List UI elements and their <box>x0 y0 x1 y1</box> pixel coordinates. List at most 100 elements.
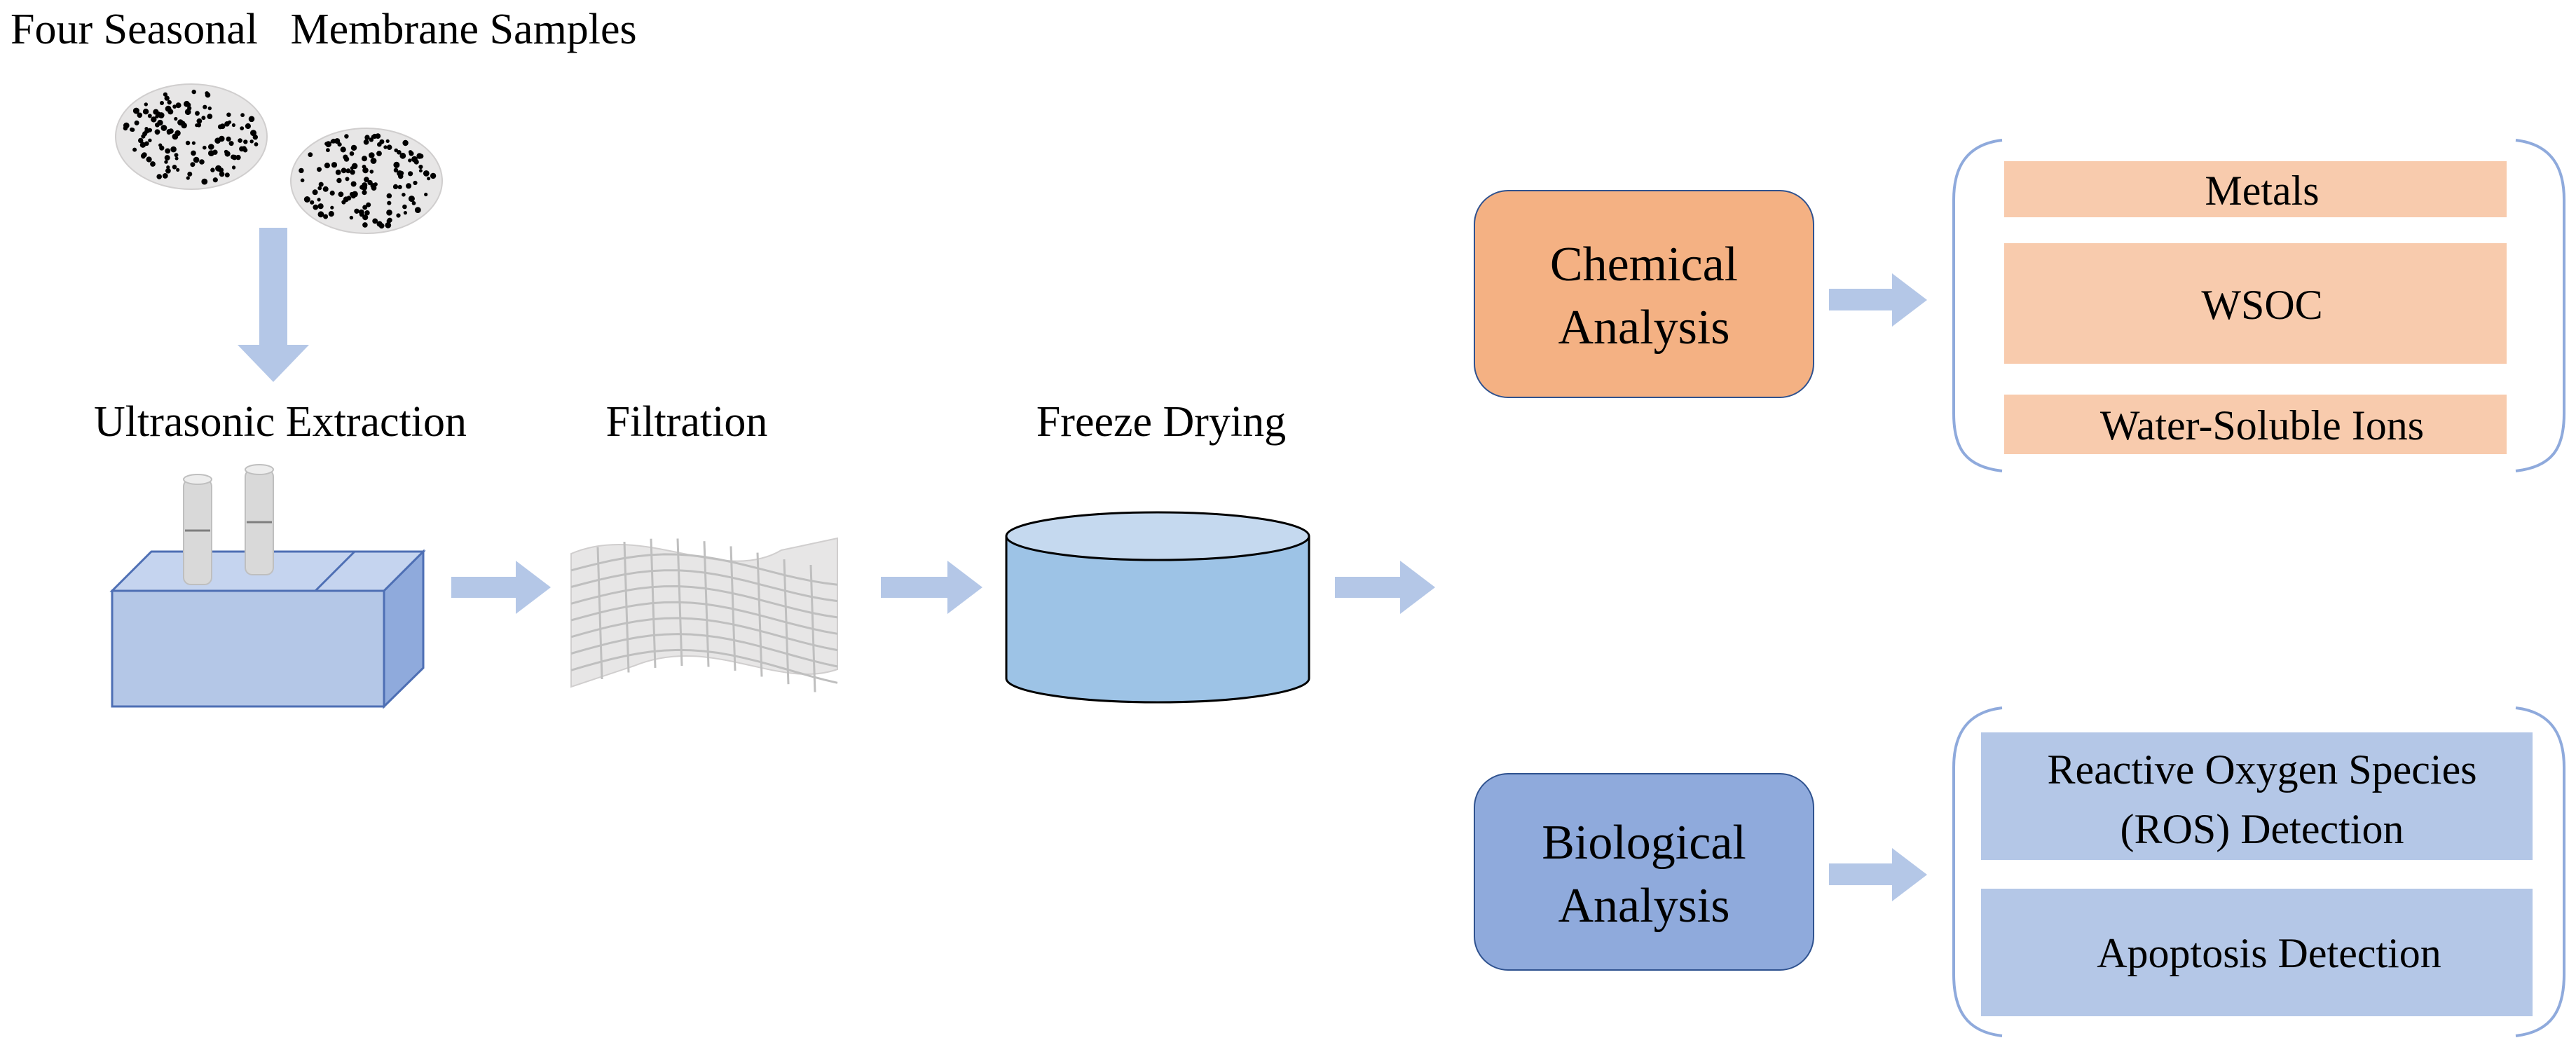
ultrasonic-tank-icon <box>109 464 426 709</box>
particle-dot <box>163 92 167 97</box>
particle-dot <box>144 127 149 131</box>
particle-dot <box>350 170 355 175</box>
particle-dot <box>399 152 406 159</box>
particle-dot <box>324 163 330 169</box>
membrane-samples <box>115 83 443 234</box>
particle-dot <box>172 165 177 170</box>
particle-dot <box>218 168 224 173</box>
particle-dot <box>207 114 213 120</box>
particle-dot <box>362 190 367 196</box>
particle-dot <box>423 170 430 177</box>
particle-dot <box>174 116 178 121</box>
metals-item <box>2004 161 2507 217</box>
particle-dot <box>166 129 172 135</box>
particle-dot <box>254 142 259 146</box>
freeze-drying-label: Freeze Drying <box>1036 398 1286 446</box>
apoptosis-detection-item <box>1981 889 2533 1016</box>
particle-dot <box>310 200 315 205</box>
down-arrow-icon <box>238 228 309 382</box>
particle-dot <box>377 142 382 147</box>
ros-detection-line1: Reactive Oxygen Species <box>2047 746 2476 793</box>
particle-dot <box>402 204 407 210</box>
particle-dot <box>340 146 346 153</box>
particle-dot <box>139 142 146 148</box>
particle-dot <box>408 171 413 177</box>
chemical-analysis-line2: Analysis <box>1558 301 1730 355</box>
particle-dot <box>387 200 392 205</box>
particle-dot <box>159 145 165 151</box>
particle-dot <box>345 177 350 182</box>
particle-dot <box>367 179 373 186</box>
particle-dot <box>219 135 225 142</box>
particle-dot <box>375 133 381 139</box>
particle-dot <box>376 221 383 227</box>
particle-dot <box>164 155 170 161</box>
particle-dot <box>317 198 321 202</box>
ros-detection-item <box>1981 732 2533 860</box>
particle-dot <box>164 95 170 101</box>
particle-dot <box>134 120 139 125</box>
particle-dot <box>249 139 254 144</box>
mesh-line <box>570 585 838 619</box>
particle-dot <box>172 133 179 140</box>
particle-dot <box>396 213 401 218</box>
metals-label: Metals <box>2205 168 2319 214</box>
particle-dot <box>123 125 128 131</box>
particle-dot <box>359 184 365 190</box>
right-arrow-icon <box>1829 848 1927 901</box>
particle-dot <box>303 196 310 203</box>
particle-dot <box>346 196 352 201</box>
particle-dot <box>418 169 423 173</box>
right-arrow-icon <box>881 561 982 614</box>
particle-dot <box>138 137 144 144</box>
particle-dot <box>224 151 231 157</box>
particle-dot <box>393 168 399 173</box>
particle-dot <box>403 211 408 215</box>
particle-dot <box>147 128 152 132</box>
particle-dot <box>330 205 334 210</box>
particle-dot <box>231 123 235 128</box>
particle-dot <box>245 123 251 130</box>
particle-dot <box>207 106 212 111</box>
particle-dot <box>158 112 165 118</box>
particle-dot <box>165 168 171 174</box>
particle-dot <box>406 183 412 189</box>
particle-dot <box>187 171 193 177</box>
particle-dot <box>203 104 207 109</box>
particle-dot <box>160 125 167 131</box>
mesh-line <box>570 648 838 684</box>
particle-dot <box>165 105 172 112</box>
water-soluble-ions-item <box>2004 395 2507 454</box>
particle-dot <box>317 186 322 191</box>
particle-dot <box>162 173 168 179</box>
chemical-analysis-line1: Chemical <box>1550 238 1738 292</box>
particle-dot <box>181 121 186 125</box>
particle-dot <box>185 140 191 146</box>
particle-dot <box>226 112 231 117</box>
particle-dot <box>231 154 238 160</box>
particle-dot <box>201 178 208 185</box>
particle-dot <box>190 162 196 168</box>
particle-dot <box>362 167 369 174</box>
particle-dot <box>418 165 423 170</box>
particle-dots <box>299 133 437 229</box>
particle-dot <box>235 154 241 160</box>
particle-dot <box>148 138 152 142</box>
particle-dot <box>402 139 409 146</box>
particle-dot <box>196 123 202 128</box>
particle-dot <box>195 111 200 116</box>
particle-dot <box>239 146 245 152</box>
particle-dot <box>238 138 242 143</box>
right-arrow-icon <box>451 561 551 614</box>
particle-dot <box>349 215 354 220</box>
mesh-line <box>570 601 838 635</box>
particle-dot <box>300 178 305 183</box>
particle-dot <box>336 177 342 184</box>
particle-dot <box>418 153 424 159</box>
particle-dot <box>132 147 137 152</box>
particle-dot <box>313 204 319 210</box>
particle-dot <box>341 200 346 205</box>
particle-dot <box>308 152 313 158</box>
particle-dot <box>362 222 368 228</box>
particle-dot <box>371 185 377 191</box>
